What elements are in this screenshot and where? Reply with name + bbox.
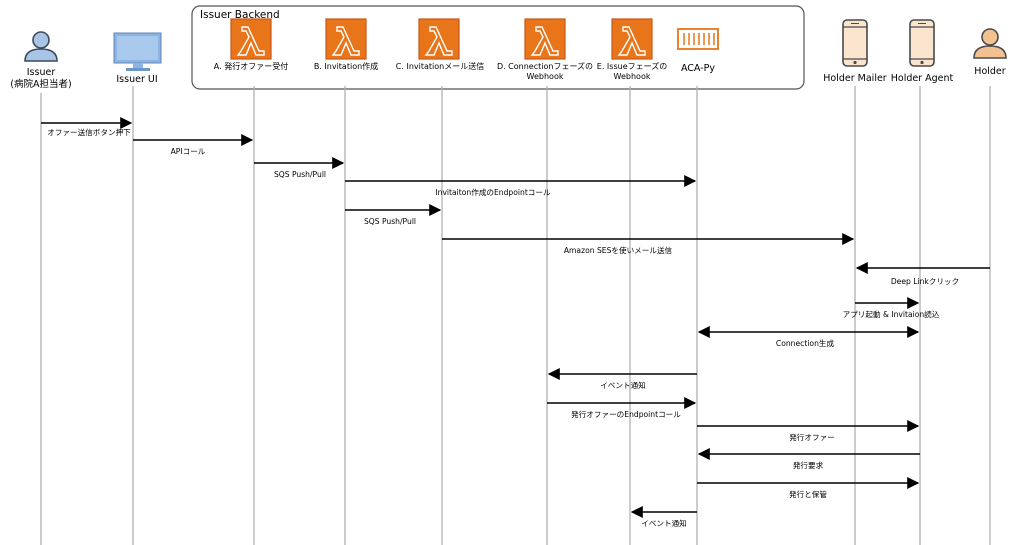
lambda-e-label-2: Webhook: [614, 72, 651, 81]
message-label-14: 発行と保管: [789, 489, 827, 499]
message-label-7: Deep Linkクリック: [891, 277, 959, 286]
actor-lambda-c: C. Invitationメール送信: [396, 18, 484, 71]
actor-holder-mailer: Holder Mailer: [823, 19, 887, 84]
issuer-backend-label: Issuer Backend: [200, 9, 280, 21]
actor-issuer: Issuer (病院A担当者): [10, 31, 72, 90]
message-label-6: Amazon SESを使いメール送信: [564, 245, 673, 255]
actor-holder: Holder: [973, 28, 1007, 77]
actor-lambda-d: D. Connectionフェーズの Webhook: [497, 18, 593, 81]
holder-agent-label: Holder Agent: [891, 73, 954, 84]
holder-mailer-label: Holder Mailer: [823, 73, 887, 84]
message-label-12: 発行オファー: [789, 432, 835, 442]
message-label-15: イベント通知: [641, 518, 687, 528]
message-label-5: SQS Push/Pull: [364, 217, 416, 226]
actor-issuer-ui-label: Issuer UI: [116, 74, 157, 85]
actor-holder-agent: Holder Agent: [891, 19, 954, 84]
message-label-4: Invitaiton作成のEndpointコール: [435, 187, 551, 197]
actor-lambda-a: A. 発行オファー受付: [214, 18, 288, 71]
message-label-13: 発行要求: [793, 460, 824, 470]
lambda-b-label: B. Invitation作成: [314, 61, 378, 71]
lambda-d-label-1: D. Connectionフェーズの: [497, 61, 593, 71]
smartphone-icon: [909, 19, 935, 67]
lambda-icon: [418, 18, 460, 60]
acapy-label: ACA-Py: [681, 63, 715, 74]
actor-issuer-name: Issuer: [27, 67, 56, 78]
user-icon-orange: [973, 28, 1007, 59]
message-label-10: イベント通知: [600, 380, 646, 390]
issuer-backend-group: [191, 5, 805, 90]
message-label-1: オファー送信ボタン押下: [47, 127, 131, 137]
actor-issuer-role: (病院A担当者): [10, 78, 71, 90]
lambda-icon: [611, 18, 653, 60]
message-label-8: アプリ起動 & Invitaion読込: [843, 309, 940, 319]
lambda-icon: [524, 18, 566, 60]
message-label-2: APIコール: [171, 147, 206, 156]
lambda-icon: [230, 18, 272, 60]
lambda-c-label: C. Invitationメール送信: [396, 61, 484, 71]
actor-lambda-e: E. Issueフェーズの Webhook: [597, 18, 667, 81]
actor-lambda-b: B. Invitation作成: [314, 18, 378, 71]
actor-issuer-ui: Issuer UI: [113, 32, 162, 85]
smartphone-icon: [842, 19, 868, 67]
holder-label: Holder: [974, 66, 1005, 77]
lambda-icon: [325, 18, 367, 60]
message-label-11: 発行オファーのEndpointコール: [571, 409, 681, 419]
messages: [41, 117, 990, 518]
message-label-3: SQS Push/Pull: [274, 170, 326, 179]
container-icon: [677, 28, 719, 50]
actor-acapy: ACA-Py: [677, 28, 719, 74]
lambda-d-label-2: Webhook: [527, 72, 564, 81]
monitor-icon: [113, 32, 162, 71]
user-icon-blue: [24, 31, 58, 62]
message-label-9: Connection生成: [776, 338, 835, 348]
message-labels: オファー送信ボタン押下 APIコール SQS Push/Pull Invitai…: [47, 127, 959, 528]
lambda-a-label: A. 発行オファー受付: [214, 61, 288, 71]
lambda-e-label-1: E. Issueフェーズの: [597, 61, 667, 71]
